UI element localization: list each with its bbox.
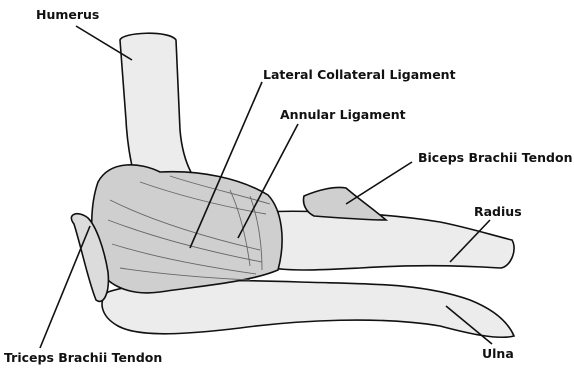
biceps-tendon xyxy=(303,187,386,220)
label-lateral-collateral-ligament: Lateral Collateral Ligament xyxy=(263,69,456,82)
label-annular-ligament: Annular Ligament xyxy=(280,109,406,122)
label-ulna: Ulna xyxy=(482,348,514,361)
leader-line-biceps xyxy=(346,162,412,204)
label-humerus: Humerus xyxy=(36,9,99,22)
label-radius: Radius xyxy=(474,206,522,219)
leader-line-triceps xyxy=(40,226,90,348)
label-biceps-brachii-tendon: Biceps Brachii Tendon xyxy=(418,152,572,165)
label-triceps-brachii-tendon: Triceps Brachii Tendon xyxy=(4,352,162,365)
